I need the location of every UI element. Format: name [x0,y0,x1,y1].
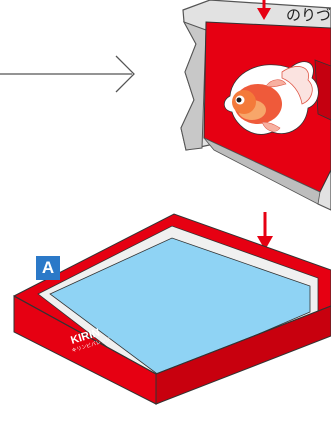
insert-card [180,0,331,211]
glue-label: のりづ [286,6,331,24]
goldfish-icon [223,61,319,135]
down-arrow-icon [257,212,273,250]
down-arrow-icon [257,0,271,20]
tray [13,213,331,405]
right-arrow-icon [0,55,135,93]
step-badge: A [36,256,60,280]
